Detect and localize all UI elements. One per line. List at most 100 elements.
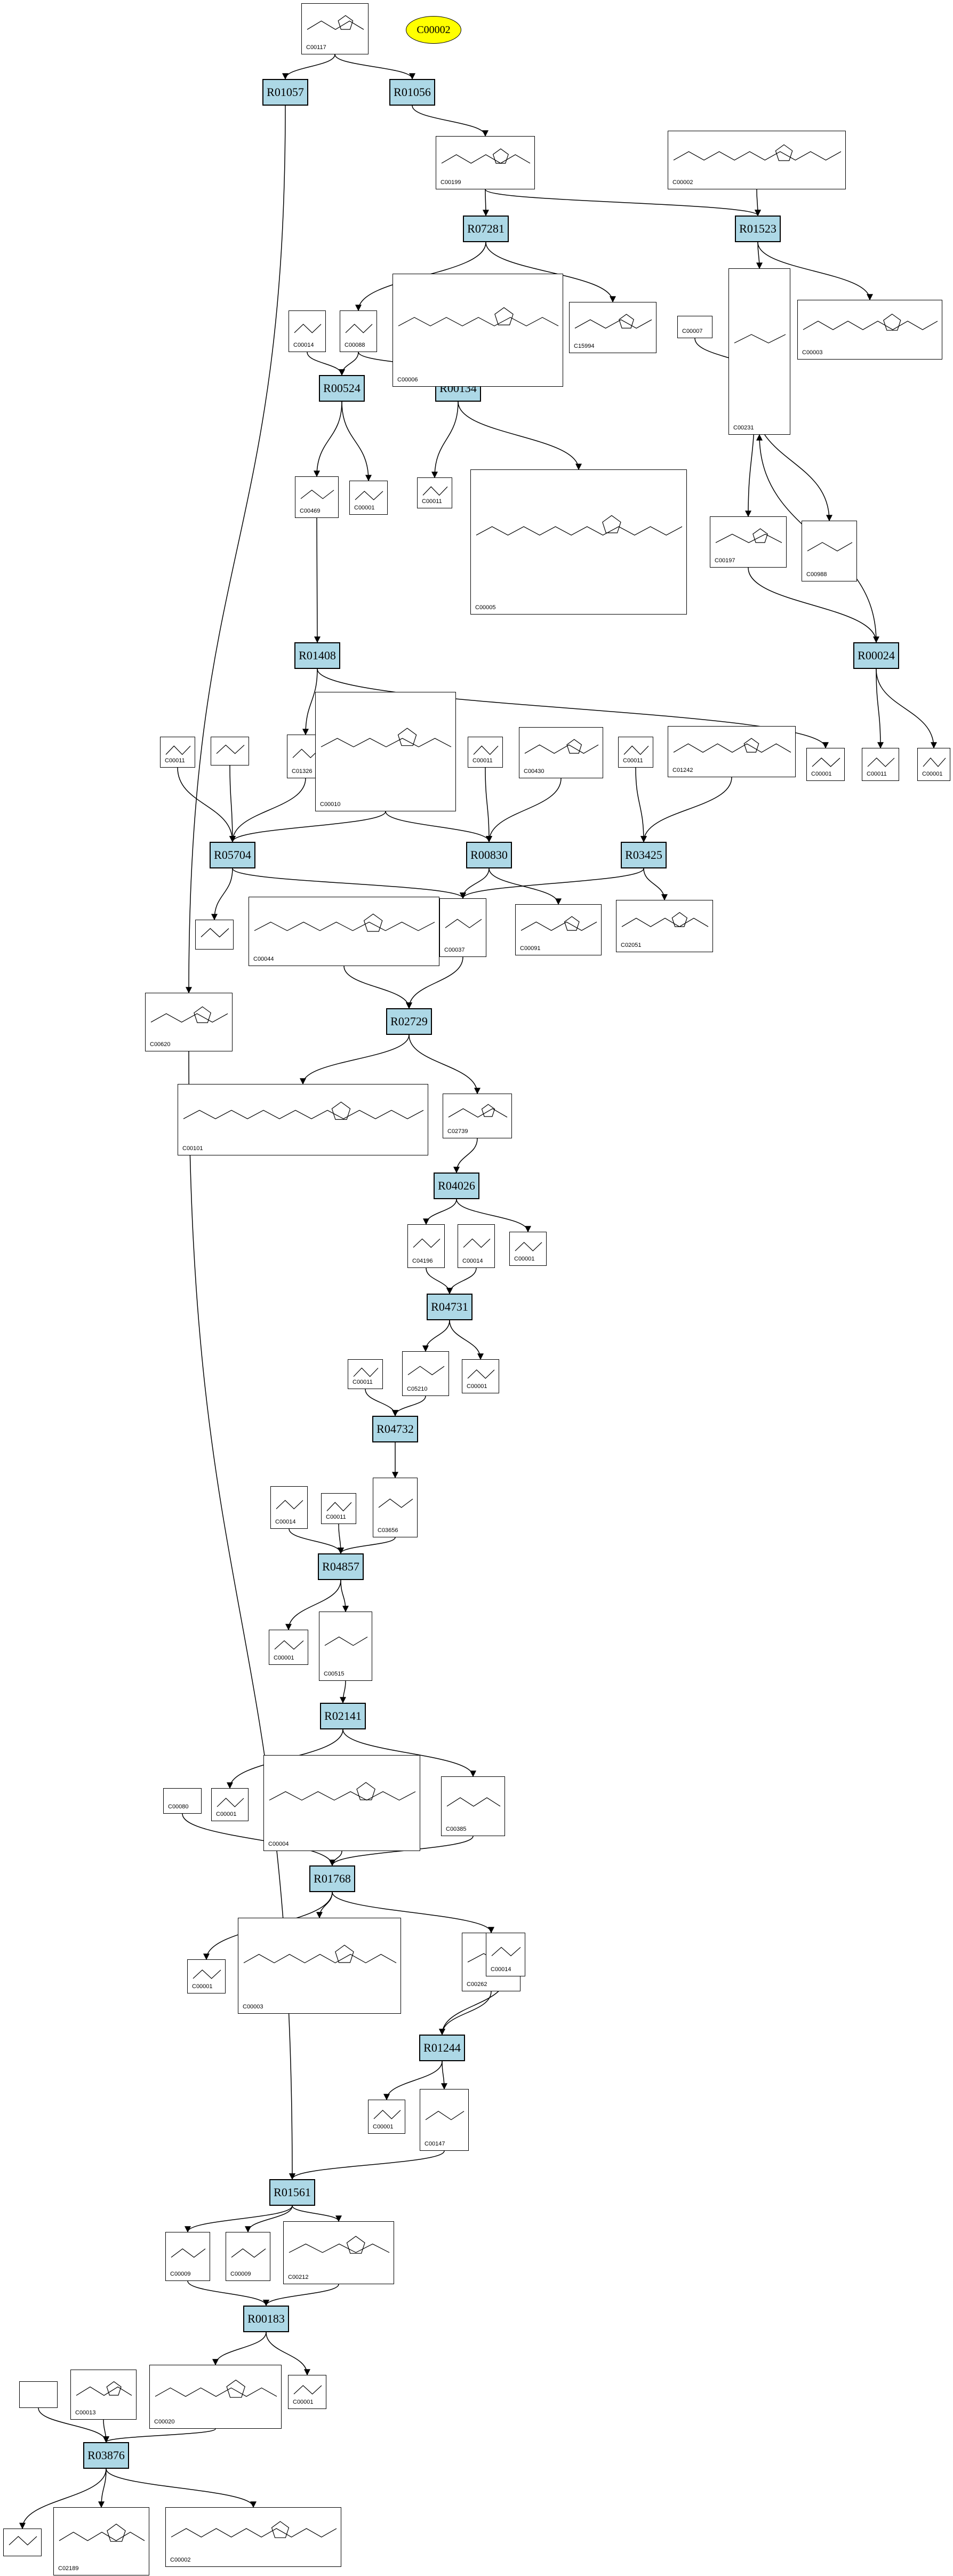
reaction-node[interactable]: R02141 bbox=[320, 1703, 366, 1729]
compound-node[interactable]: C00001 bbox=[288, 2375, 326, 2409]
compound-node[interactable]: C00013 bbox=[70, 2370, 137, 2420]
compound-node[interactable]: C00212 bbox=[283, 2221, 394, 2284]
reaction-node[interactable]: R01057 bbox=[262, 79, 308, 106]
compound-label: C00001 bbox=[922, 771, 943, 777]
compound-node[interactable]: C00014 bbox=[270, 1486, 308, 1529]
compound-label: C00014 bbox=[491, 1966, 511, 1973]
compound-node[interactable]: C00003 bbox=[238, 1918, 401, 2014]
compound-node[interactable]: C00006 bbox=[393, 274, 563, 387]
compound-node[interactable]: C00011 bbox=[618, 737, 653, 768]
structure-sketch-icon bbox=[413, 1238, 441, 1248]
compound-node[interactable]: C00001 bbox=[806, 748, 845, 781]
reaction-node[interactable]: R01561 bbox=[269, 2179, 315, 2206]
compound-node[interactable]: C00199 bbox=[436, 136, 535, 189]
reaction-node[interactable]: R03876 bbox=[83, 2442, 129, 2469]
reaction-node[interactable]: R00830 bbox=[466, 842, 512, 868]
compound-node[interactable]: C00014 bbox=[486, 1933, 525, 1976]
compound-node[interactable]: C02051 bbox=[616, 900, 713, 952]
reaction-node[interactable]: R04026 bbox=[434, 1173, 479, 1199]
compound-node[interactable]: C00001 bbox=[368, 2100, 405, 2134]
compound-node[interactable]: C00004 bbox=[263, 1755, 420, 1851]
compound-node[interactable]: C00011 bbox=[321, 1493, 356, 1524]
compound-node[interactable]: C00011 bbox=[468, 737, 503, 768]
reaction-edge bbox=[876, 668, 937, 749]
compound-node[interactable]: C00620 bbox=[145, 993, 233, 1051]
compound-node[interactable]: C15994 bbox=[569, 302, 656, 353]
compound-node[interactable]: C04196 bbox=[407, 1224, 445, 1268]
compound-node[interactable]: C00014 bbox=[289, 310, 326, 352]
compound-node[interactable]: C00009 bbox=[165, 2232, 210, 2281]
compound-node[interactable]: C00101 bbox=[178, 1084, 428, 1155]
compound-node[interactable]: C00003 bbox=[797, 300, 942, 360]
structure-sketch-icon bbox=[321, 728, 452, 747]
compound-node[interactable]: C00001 bbox=[462, 1359, 499, 1393]
reaction-node[interactable]: R05704 bbox=[210, 842, 255, 868]
compound-node[interactable]: C00002 bbox=[165, 2507, 341, 2567]
reaction-node[interactable]: R02729 bbox=[386, 1008, 432, 1035]
compound-node[interactable]: C00020 bbox=[149, 2365, 282, 2429]
compound-node[interactable]: C02189 bbox=[53, 2507, 149, 2575]
reaction-node[interactable]: R00024 bbox=[853, 642, 899, 669]
reaction-node[interactable]: R04731 bbox=[427, 1294, 473, 1320]
blank-compound-node[interactable] bbox=[195, 920, 234, 950]
compound-node[interactable]: C00001 bbox=[211, 1788, 249, 1821]
compound-node[interactable]: C00011 bbox=[160, 737, 195, 768]
compound-node[interactable]: C00037 bbox=[439, 898, 486, 957]
blank-compound-node[interactable] bbox=[3, 2529, 42, 2556]
blank-compound-node[interactable] bbox=[19, 2381, 58, 2408]
compound-node[interactable]: C01242 bbox=[668, 726, 796, 777]
compound-node[interactable]: C00147 bbox=[420, 2089, 469, 2151]
compound-node[interactable]: C00988 bbox=[802, 521, 857, 581]
compound-node[interactable]: C00007 bbox=[677, 316, 712, 338]
compound-node[interactable]: C00197 bbox=[710, 516, 787, 568]
compound-label: C02189 bbox=[58, 2565, 79, 2572]
reaction-node[interactable]: R01768 bbox=[309, 1865, 355, 1892]
compound-node[interactable]: C00231 bbox=[728, 268, 790, 435]
structure-sketch-icon bbox=[803, 314, 938, 331]
reaction-node[interactable]: R04732 bbox=[372, 1416, 418, 1442]
reaction-node[interactable]: R03425 bbox=[621, 842, 667, 868]
compound-node[interactable]: C00005 bbox=[470, 469, 687, 615]
compound-node[interactable]: C00014 bbox=[458, 1224, 495, 1268]
compound-node[interactable]: C00010 bbox=[315, 692, 456, 811]
reaction-node[interactable]: R04857 bbox=[318, 1553, 364, 1580]
reaction-node[interactable]: R01056 bbox=[389, 79, 435, 106]
reaction-node[interactable]: R01244 bbox=[419, 2035, 465, 2061]
compound-node[interactable]: C00011 bbox=[862, 748, 899, 781]
reaction-edge bbox=[19, 2468, 107, 2530]
compound-node[interactable]: C00088 bbox=[340, 310, 377, 352]
reaction-node[interactable]: R07281 bbox=[463, 216, 509, 242]
compound-node[interactable]: C00385 bbox=[441, 1776, 505, 1836]
reaction-node[interactable]: R00183 bbox=[243, 2306, 289, 2332]
structure-sketch-icon bbox=[923, 757, 946, 767]
compound-node[interactable]: C00002 bbox=[668, 131, 846, 189]
compound-node[interactable]: C00430 bbox=[519, 727, 603, 778]
compound-node[interactable]: C00009 bbox=[226, 2232, 270, 2281]
reaction-edge bbox=[339, 352, 359, 376]
compound-node[interactable]: C02739 bbox=[443, 1094, 512, 1138]
reaction-edge bbox=[341, 401, 372, 482]
reaction-node[interactable]: R01408 bbox=[294, 642, 340, 669]
seed-compound[interactable]: C00002 bbox=[406, 16, 461, 44]
compound-node[interactable]: C00001 bbox=[269, 1630, 308, 1665]
compound-node[interactable]: C03656 bbox=[373, 1478, 418, 1537]
compound-node[interactable]: C00001 bbox=[509, 1232, 547, 1266]
compound-node[interactable]: C00001 bbox=[187, 1959, 226, 1993]
compound-node[interactable]: C00515 bbox=[319, 1612, 372, 1681]
compound-label: C00014 bbox=[462, 1258, 483, 1264]
compound-node[interactable]: C00001 bbox=[917, 748, 950, 781]
compound-node[interactable]: C00001 bbox=[349, 481, 388, 515]
reaction-edge bbox=[460, 868, 644, 899]
compound-node[interactable]: C00044 bbox=[249, 897, 439, 966]
structure-sketch-icon bbox=[520, 916, 597, 931]
reaction-node[interactable]: R01523 bbox=[735, 216, 781, 242]
blank-compound-node[interactable] bbox=[211, 737, 249, 765]
compound-node[interactable]: C00091 bbox=[515, 904, 602, 955]
compound-node[interactable]: C05210 bbox=[402, 1351, 449, 1396]
compound-node[interactable]: C00469 bbox=[295, 476, 339, 518]
reaction-node[interactable]: R00524 bbox=[319, 375, 365, 402]
compound-node[interactable]: C00011 bbox=[417, 477, 452, 508]
compound-node[interactable]: C00117 bbox=[301, 3, 369, 54]
compound-node[interactable]: C00011 bbox=[348, 1359, 383, 1389]
compound-node[interactable]: C00080 bbox=[163, 1788, 202, 1814]
